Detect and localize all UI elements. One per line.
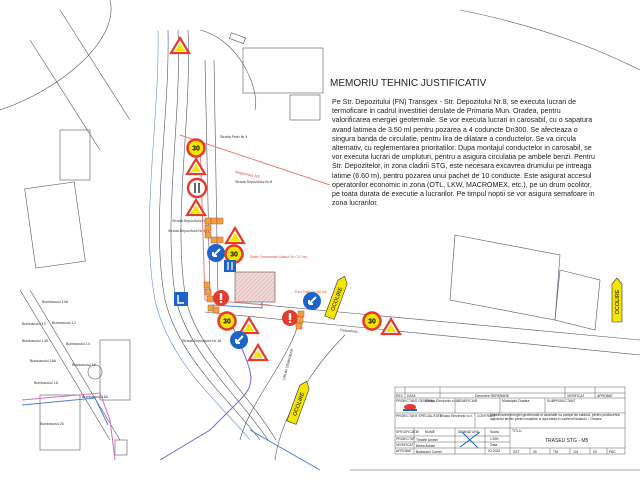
company-logo (403, 404, 417, 411)
contract-text: Valorificarea energiei geotermale in aso… (490, 413, 620, 421)
mandatory-direction-sign-icon (229, 330, 249, 350)
label-dep18: Strada Depozitului Nr 18 (182, 339, 221, 343)
svg-text:1:500: 1:500 (490, 437, 499, 441)
label-strada-pelei: Strada Pelei Nr 4 (220, 135, 247, 139)
svg-text:TITLU: TITLU (512, 429, 522, 433)
no-entry-sign-icon (213, 290, 229, 306)
barrier-icon (295, 310, 305, 330)
detour-sign-icon: OCOLIRE (286, 380, 310, 425)
svg-text:00: 00 (593, 450, 597, 454)
label-drum-temporar: DRUM TEMPORAR (282, 348, 294, 380)
svg-text:PROIECTANT GENERAL: PROIECTANT GENERAL (396, 399, 435, 403)
speed-limit-sign-icon: 30 (186, 138, 206, 158)
label-b18a: Bumbacului 18A (82, 395, 109, 399)
svg-text:NUME: NUME (425, 430, 436, 434)
label-b14: Bumbacului 14 (66, 342, 90, 346)
svg-text:BENEFICIAR: BENEFICIAR (457, 399, 478, 403)
label-b10a: Bumbacului 10A (42, 300, 69, 304)
bumbacului-labels: Bumbacului 10A Bumbacului 10 Bumbacului … (22, 300, 109, 426)
svg-text:APROBAT: APROBAT (396, 449, 412, 453)
buildings (24, 32, 601, 456)
detour-sign-icon: OCOLIRE (611, 277, 623, 323)
svg-text:Bulbanciu Cornel: Bulbanciu Cornel (416, 450, 442, 454)
speed-limit-sign-icon: 30 (217, 311, 237, 331)
warning-sign-icon (238, 316, 260, 335)
svg-text:OCOLIRE: OCOLIRE (615, 289, 621, 314)
svg-text:Data: Data (490, 443, 497, 447)
label-b12: Bumbacului 12 (52, 321, 76, 325)
label-depozitului: Depozitului (340, 328, 358, 334)
svg-text:101: 101 (573, 450, 579, 454)
svg-text:DATA: DATA (407, 394, 416, 398)
svg-text:PROIECTAT: PROIECTAT (396, 437, 415, 441)
label-b10: Bumbacului 10 (22, 322, 46, 326)
svg-text:Municipiul Oradea: Municipiul Oradea (502, 399, 529, 403)
warning-sign-icon (380, 317, 402, 336)
label-b18: Bumbacului 18 (34, 381, 58, 385)
label-statie: Statie Geotermala Nufarul Sc=717 mp (250, 255, 308, 259)
svg-text:TM: TM (553, 450, 558, 454)
svg-text:ZST: ZST (513, 450, 519, 454)
geothermal-station-building (234, 271, 276, 303)
svg-text:PAC: PAC (609, 450, 616, 454)
no-entry-sign-icon (282, 310, 298, 326)
svg-text:REV: REV (396, 394, 404, 398)
priority-oncoming-sign-icon (186, 177, 208, 199)
priority-sign-icon (224, 260, 236, 272)
svg-text:SPECIFICATIE: SPECIFICATIE (396, 430, 420, 434)
title-block (394, 386, 626, 455)
svg-text:VERIFICAT: VERIFICAT (396, 443, 413, 447)
svg-text:Elsaco Electronic s.r.l.: Elsaco Electronic s.r.l. (425, 399, 458, 403)
label-dep19: Strada Depozitului Nr 19 (168, 229, 207, 233)
mandatory-direction-sign-icon (302, 291, 322, 311)
warning-sign-icon (169, 36, 191, 55)
label-b16: Bumbacului 16 (72, 363, 96, 367)
speed-limit-sign-icon: 30 (224, 244, 244, 264)
speed-limit-sign-icon: 30 (362, 311, 382, 331)
label-dep8: Strada Depozitului Nr 8 (235, 180, 272, 184)
barrier-icon (204, 217, 224, 244)
svg-text:SEMNATURA: SEMNATURA (458, 430, 480, 434)
signature-icon (459, 431, 481, 449)
svg-text:PROIECTANT SPECIALITATE: PROIECTANT SPECIALITATE (396, 414, 443, 418)
svg-text:03.2022: 03.2022 (488, 449, 500, 453)
svg-text:30: 30 (192, 146, 200, 153)
label-b14a: Bumbacului 14A (22, 339, 49, 343)
label-magistrala: Magistrala M3 (235, 169, 261, 179)
warning-sign-icon (247, 343, 269, 362)
svg-text:30: 30 (223, 319, 231, 326)
svg-text:CONTRACT: CONTRACT (477, 414, 496, 418)
svg-text:Elsaco Electronic s.r.l.: Elsaco Electronic s.r.l. (440, 414, 473, 418)
svg-text:30: 30 (230, 252, 238, 259)
svg-text:TRASEU STG - M5: TRASEU STG - M5 (545, 438, 589, 444)
svg-text:Timofte Andrei: Timofte Andrei (416, 438, 438, 442)
svg-text:Scara: Scara (490, 430, 499, 434)
svg-text:APROBAT: APROBAT (597, 394, 613, 398)
label-b20: Bumbacului 20 (40, 422, 64, 426)
label-post-trafo: Post Trafo Sc=60 mp (295, 290, 327, 294)
mandatory-direction-sign-icon (206, 243, 226, 263)
label-b16a: Bumbacului 16A (30, 359, 57, 363)
svg-text:VERIFICAT: VERIFICAT (567, 394, 584, 398)
priority-sign-icon (174, 292, 188, 306)
title-block-text: REV DATA Denumire REPARARE VERIFICAT APR… (396, 394, 620, 454)
warning-sign-icon (185, 157, 207, 176)
memo-body: Pe Str. Depozitului (FN) Transgex - Str.… (332, 98, 596, 208)
svg-text:Denumire REPARARE: Denumire REPARARE (475, 394, 510, 398)
svg-text:30: 30 (368, 319, 376, 326)
traffic-signs: 30 30 30 30 OCOLIRE OCOLIRE OCOLIRE (169, 36, 623, 425)
svg-text:SUBPROIECTANT: SUBPROIECTANT (547, 399, 576, 403)
memo-title: MEMORIU TEHNIC JUSTIFICATIV (330, 78, 487, 89)
svg-text:00: 00 (533, 450, 537, 454)
svg-text:Birlea Adrian: Birlea Adrian (416, 444, 435, 448)
warning-sign-icon (224, 226, 246, 245)
label-dep10: Strada Depozitului Nr 10 (172, 219, 211, 223)
